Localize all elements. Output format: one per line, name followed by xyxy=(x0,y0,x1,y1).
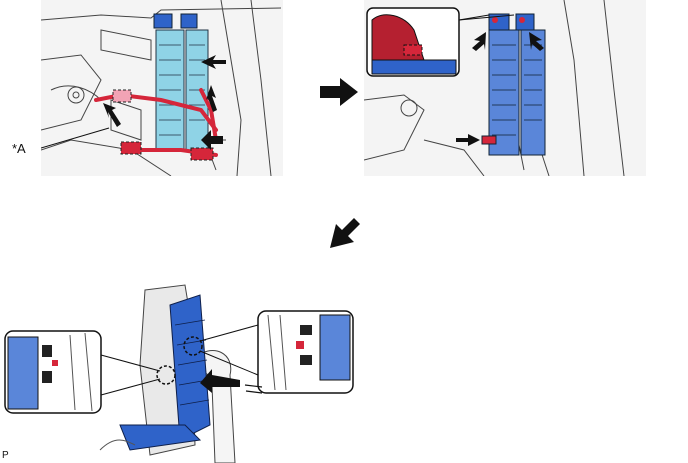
callout-a-label: *A xyxy=(12,141,26,156)
panel-1-harness-removal xyxy=(41,0,283,176)
page-letter: P xyxy=(2,450,9,461)
panel-2-block-removal xyxy=(364,0,646,176)
down-left-arrow-icon xyxy=(330,218,360,248)
panel-3-installed-block xyxy=(0,275,360,463)
right-arrow-icon xyxy=(320,78,358,106)
